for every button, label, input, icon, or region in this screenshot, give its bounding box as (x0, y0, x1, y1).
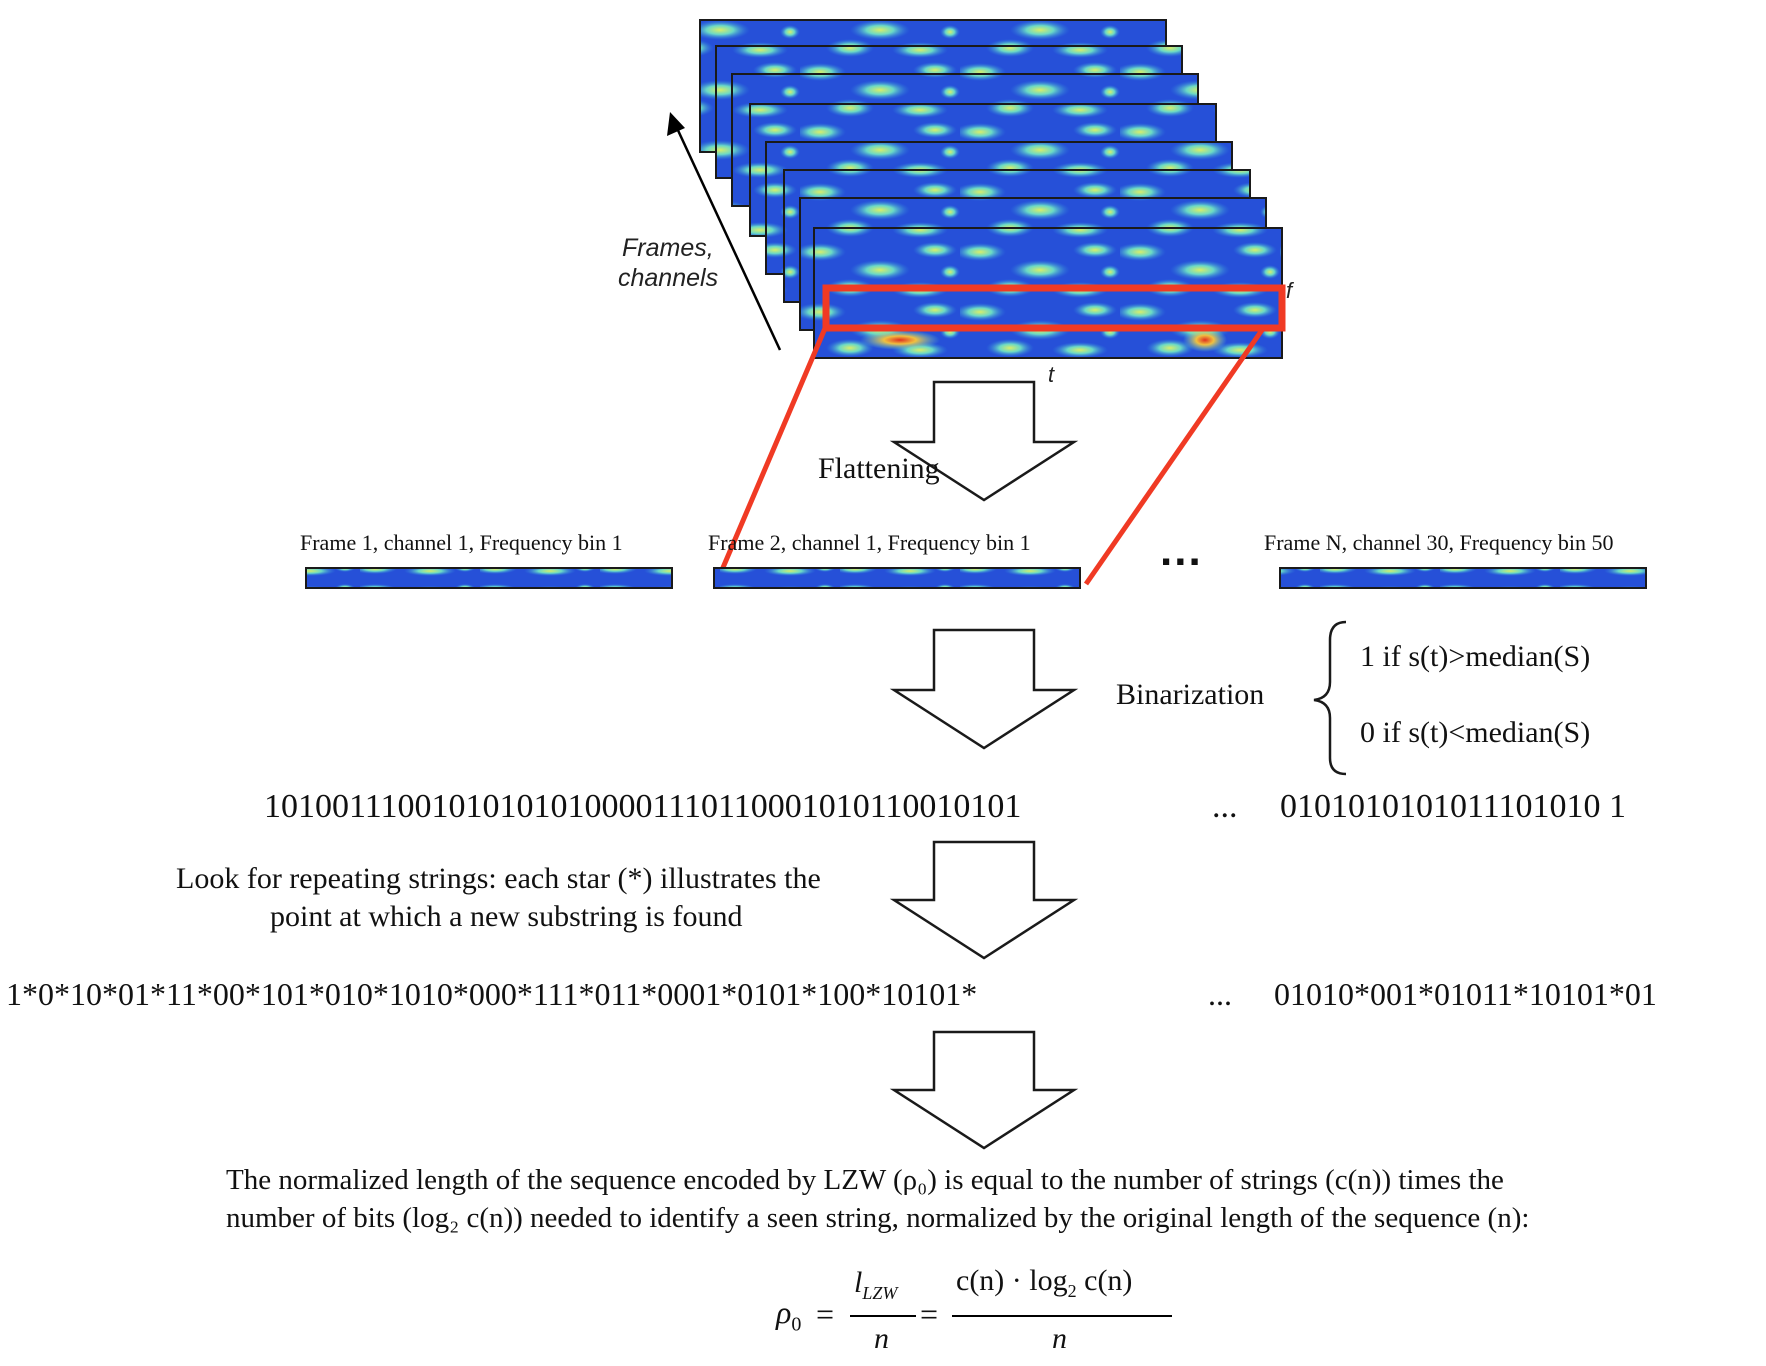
formula-lzw-sub: LZW (862, 1283, 898, 1303)
binary-sequence-left: 1010011100101010101000011101100010101100… (264, 788, 1022, 825)
description-line2: number of bits (log₂ c(n)) needed to ide… (226, 1202, 1530, 1234)
formula-den-1: n (874, 1322, 889, 1355)
formula-log-sub: 2 (1067, 1281, 1077, 1301)
step-search-line2: point at which a new substring is found (270, 900, 743, 933)
binary-sequence-right: 0101010101011101010 1 (1280, 788, 1626, 825)
flat-strip-2 (713, 567, 1081, 589)
step-search-line1: Look for repeating strings: each star (*… (176, 862, 821, 895)
binarize-case-1: 1 if s(t)>median(S) (1360, 640, 1591, 673)
formula-rho: ρ (776, 1294, 792, 1330)
flat-strip-n-label: Frame N, channel 30, Frequency bin 50 (1264, 530, 1614, 555)
step-flatten-label: Flattening (818, 452, 940, 485)
spectrogram-stack (699, 19, 1283, 359)
ellipsis-strips: ... (1160, 526, 1203, 575)
down-arrow-search (889, 840, 1079, 960)
binarize-case-0: 0 if s(t)<median(S) (1360, 716, 1591, 749)
formula-num-2: c(n) · log (956, 1264, 1068, 1297)
flat-strip-2-label: Frame 2, channel 1, Frequency bin 1 (708, 530, 1031, 555)
flat-strip-1 (305, 567, 673, 589)
down-arrow-binarize (889, 628, 1079, 750)
down-arrow-encode (889, 1030, 1079, 1150)
formula-rho-sub: 0 (791, 1313, 802, 1336)
formula-den-2: n (1052, 1322, 1067, 1355)
step-binarize-label: Binarization (1116, 678, 1265, 711)
down-arrow-flatten (889, 380, 1079, 502)
flat-strip-1-label: Frame 1, channel 1, Frequency bin 1 (300, 530, 623, 555)
flat-strip-n (1279, 567, 1647, 589)
parsed-sequence-left: 1*0*10*01*11*00*101*010*1010*000*111*011… (6, 976, 978, 1012)
highlight-box (713, 284, 1286, 586)
description-line1: The normalized length of the sequence en… (226, 1164, 1504, 1196)
frames-axis-arrow (667, 112, 782, 351)
parsed-sequence-right: 01010*001*01011*10101*01 (1274, 976, 1657, 1012)
axis-label-frames: Frames, (622, 234, 714, 262)
binarization-brace (1313, 620, 1347, 776)
formula-eq-2: = (920, 1296, 939, 1332)
formula-num-2-tail: c(n) (1076, 1264, 1133, 1297)
axis-label-f: f (1286, 278, 1293, 303)
axis-label-t: t (1048, 362, 1055, 387)
parsed-sequence-ellipsis: ... (1208, 976, 1232, 1012)
formula-l: l (854, 1266, 863, 1299)
formula-eq-1: = (816, 1296, 835, 1332)
axis-label-channels: channels (618, 264, 719, 292)
binary-sequence-ellipsis: ... (1212, 788, 1238, 825)
